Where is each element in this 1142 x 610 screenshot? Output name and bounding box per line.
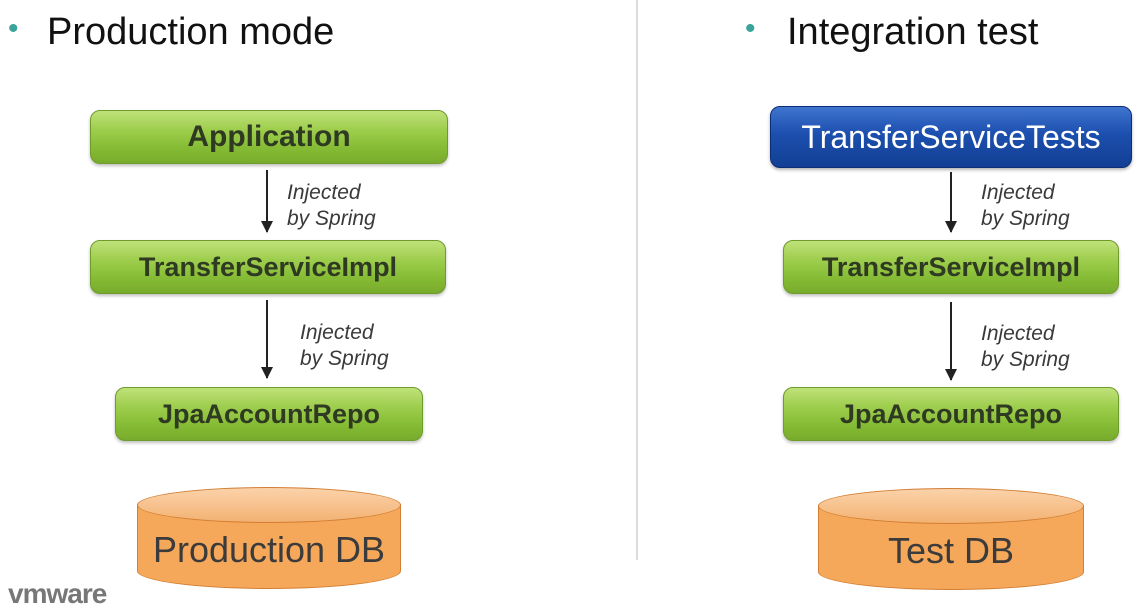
- transfer-service-impl-box-left: TransferServiceImpl: [90, 240, 446, 294]
- injected-note-right-1: Injected by Spring: [981, 180, 1070, 232]
- note-line: by Spring: [300, 347, 389, 370]
- injected-note-left-1: Injected by Spring: [287, 180, 376, 232]
- column-divider: [636, 0, 638, 560]
- note-line: Injected: [287, 181, 361, 204]
- test-db-label: Test DB: [887, 530, 1015, 571]
- application-box-label: Application: [187, 120, 351, 153]
- arrow-service-to-repo-right: [945, 302, 957, 381]
- db-top: [818, 488, 1084, 524]
- arrow-service-to-repo-left: [261, 300, 273, 379]
- jpa-account-repo-box-right: JpaAccountRepo: [783, 387, 1119, 441]
- note-line: Injected: [981, 322, 1055, 345]
- transfer-service-tests-box: TransferServiceTests: [770, 106, 1132, 168]
- jpa-account-repo-label: JpaAccountRepo: [839, 398, 1063, 429]
- note-line: Injected: [981, 181, 1055, 204]
- note-line: by Spring: [287, 207, 376, 230]
- note-line: by Spring: [981, 207, 1070, 230]
- heading-integration-test: Integration test: [787, 11, 1039, 53]
- application-box: Application: [90, 110, 448, 164]
- arrow-application-to-service: [261, 170, 273, 233]
- injected-note-left-2: Injected by Spring: [300, 320, 389, 372]
- vmware-logo: vmware: [8, 578, 107, 609]
- arrow-tests-to-service: [945, 172, 957, 233]
- transfer-service-impl-box-right: TransferServiceImpl: [783, 240, 1119, 294]
- bullet-right: •: [745, 12, 756, 45]
- transfer-service-impl-label: TransferServiceImpl: [138, 251, 398, 282]
- bullet-left: •: [8, 12, 19, 45]
- jpa-account-repo-box-left: JpaAccountRepo: [115, 387, 423, 441]
- transfer-service-impl-label: TransferServiceImpl: [821, 251, 1081, 282]
- transfer-service-tests-label: TransferServiceTests: [801, 118, 1101, 155]
- db-top: [137, 487, 401, 523]
- note-line: Injected: [300, 321, 374, 344]
- injected-note-right-2: Injected by Spring: [981, 321, 1070, 373]
- test-db-cylinder: Test DB: [818, 488, 1084, 590]
- heading-production-mode: Production mode: [47, 11, 335, 53]
- note-line: by Spring: [981, 348, 1070, 371]
- production-db-label: Production DB: [152, 529, 386, 570]
- jpa-account-repo-label: JpaAccountRepo: [157, 398, 381, 429]
- production-db-cylinder: Production DB: [137, 487, 401, 589]
